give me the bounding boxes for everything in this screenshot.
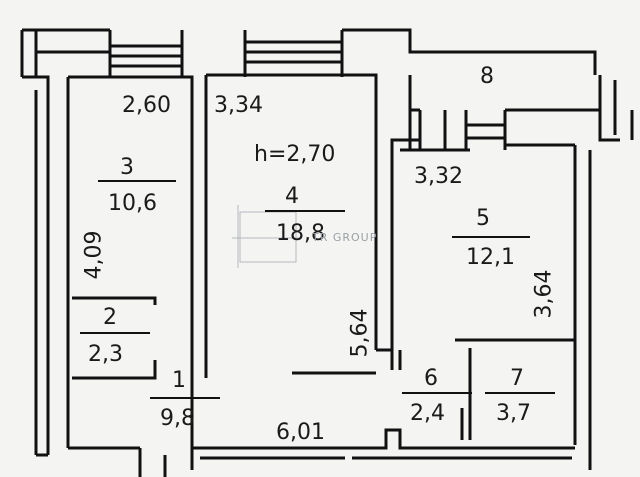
watermark-text: TR GROUP <box>312 231 378 244</box>
dimension-332: 3,32 <box>414 164 463 189</box>
dimension-409: 4,09 <box>81 230 107 280</box>
walls <box>20 28 634 477</box>
room-area: 9,8 <box>160 406 195 431</box>
room-id: 3 <box>120 155 134 180</box>
room-area: 3,7 <box>496 401 531 426</box>
room-id: 2 <box>103 305 117 330</box>
watermark-logo <box>232 205 300 268</box>
ceiling-height: h=2,70 <box>254 142 336 167</box>
dimension-364: 3,64 <box>531 269 557 319</box>
room-8-label: 8 <box>480 64 494 89</box>
dimension-564: 5,64 <box>347 308 373 358</box>
room-id: 4 <box>285 184 299 209</box>
dimension-601: 6,01 <box>276 420 325 445</box>
dimension-334: 3,34 <box>214 93 263 118</box>
room-area: 12,1 <box>466 245 515 270</box>
room-area: 2,4 <box>410 401 445 426</box>
room-area: 2,3 <box>88 342 123 367</box>
room-id: 6 <box>424 366 438 391</box>
room-id: 7 <box>510 366 524 391</box>
room-id: 1 <box>172 368 186 393</box>
room-id: 5 <box>476 206 490 231</box>
dimension-260: 2,60 <box>122 93 171 118</box>
room-area: 10,6 <box>108 191 157 216</box>
room-area: 18,8 <box>276 221 325 246</box>
